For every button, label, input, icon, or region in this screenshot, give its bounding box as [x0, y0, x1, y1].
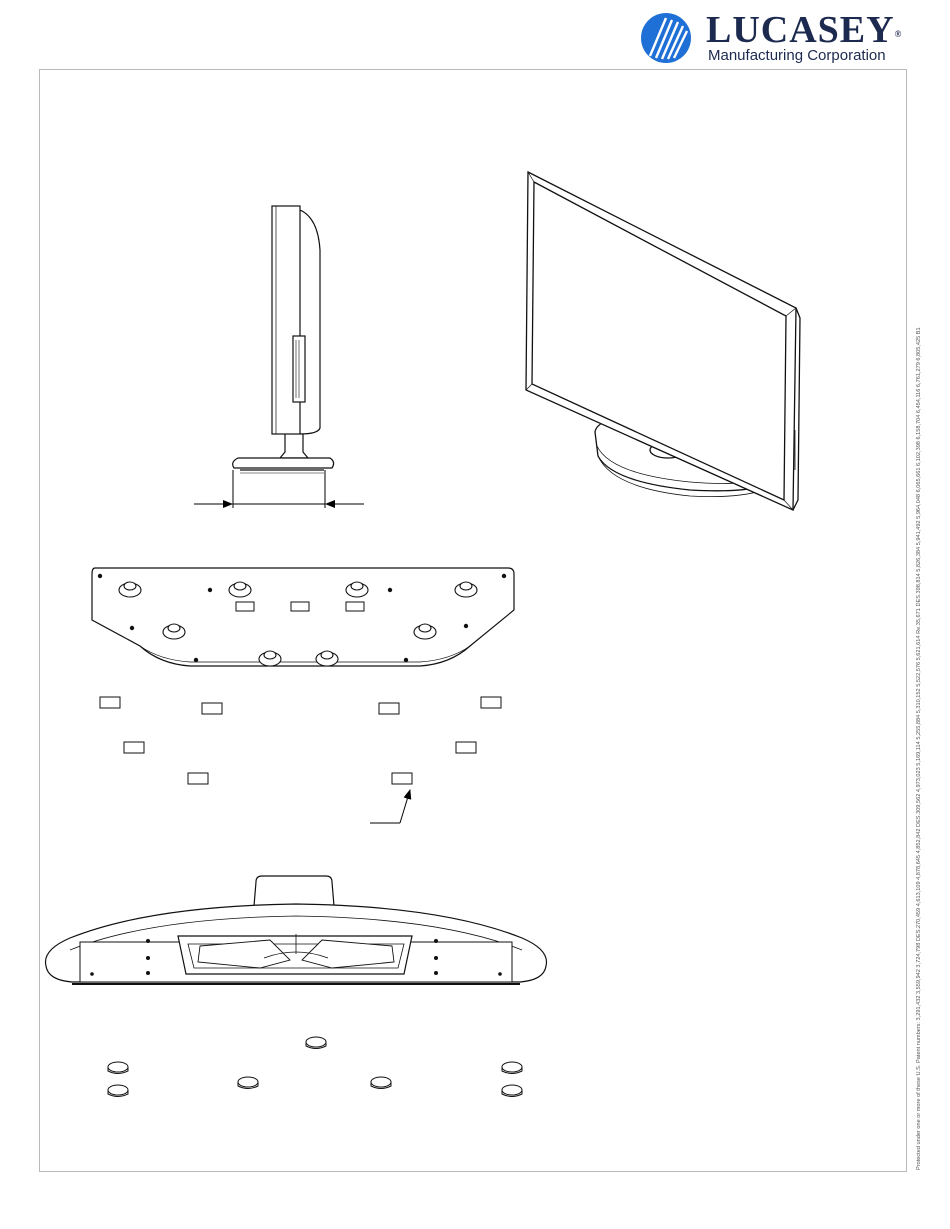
- base-holes: [90, 939, 502, 976]
- patent-notice: Protected under one or more of these U.S…: [916, 327, 922, 1170]
- leader-arrow: [370, 789, 412, 824]
- round-feet: [107, 1036, 523, 1097]
- drawing-frame: [39, 69, 907, 1172]
- rectangular-pads: [99, 696, 502, 785]
- brand-name: LUCASEY®: [706, 9, 903, 51]
- monitor-isometric-view: [525, 170, 801, 511]
- plate-slots: [235, 601, 365, 612]
- dimension-arrows: [194, 470, 364, 508]
- stand-base-underside: [44, 875, 548, 985]
- plate-holes: [97, 573, 507, 663]
- plate-bosses: [118, 581, 478, 667]
- mounting-plate: [91, 567, 515, 667]
- monitor-side-view: [232, 205, 335, 474]
- brand-tagline: Manufacturing Corporation: [708, 47, 886, 64]
- company-logo: LUCASEY® Manufacturing Corporation: [640, 8, 910, 64]
- logo-mark-icon: [641, 13, 691, 63]
